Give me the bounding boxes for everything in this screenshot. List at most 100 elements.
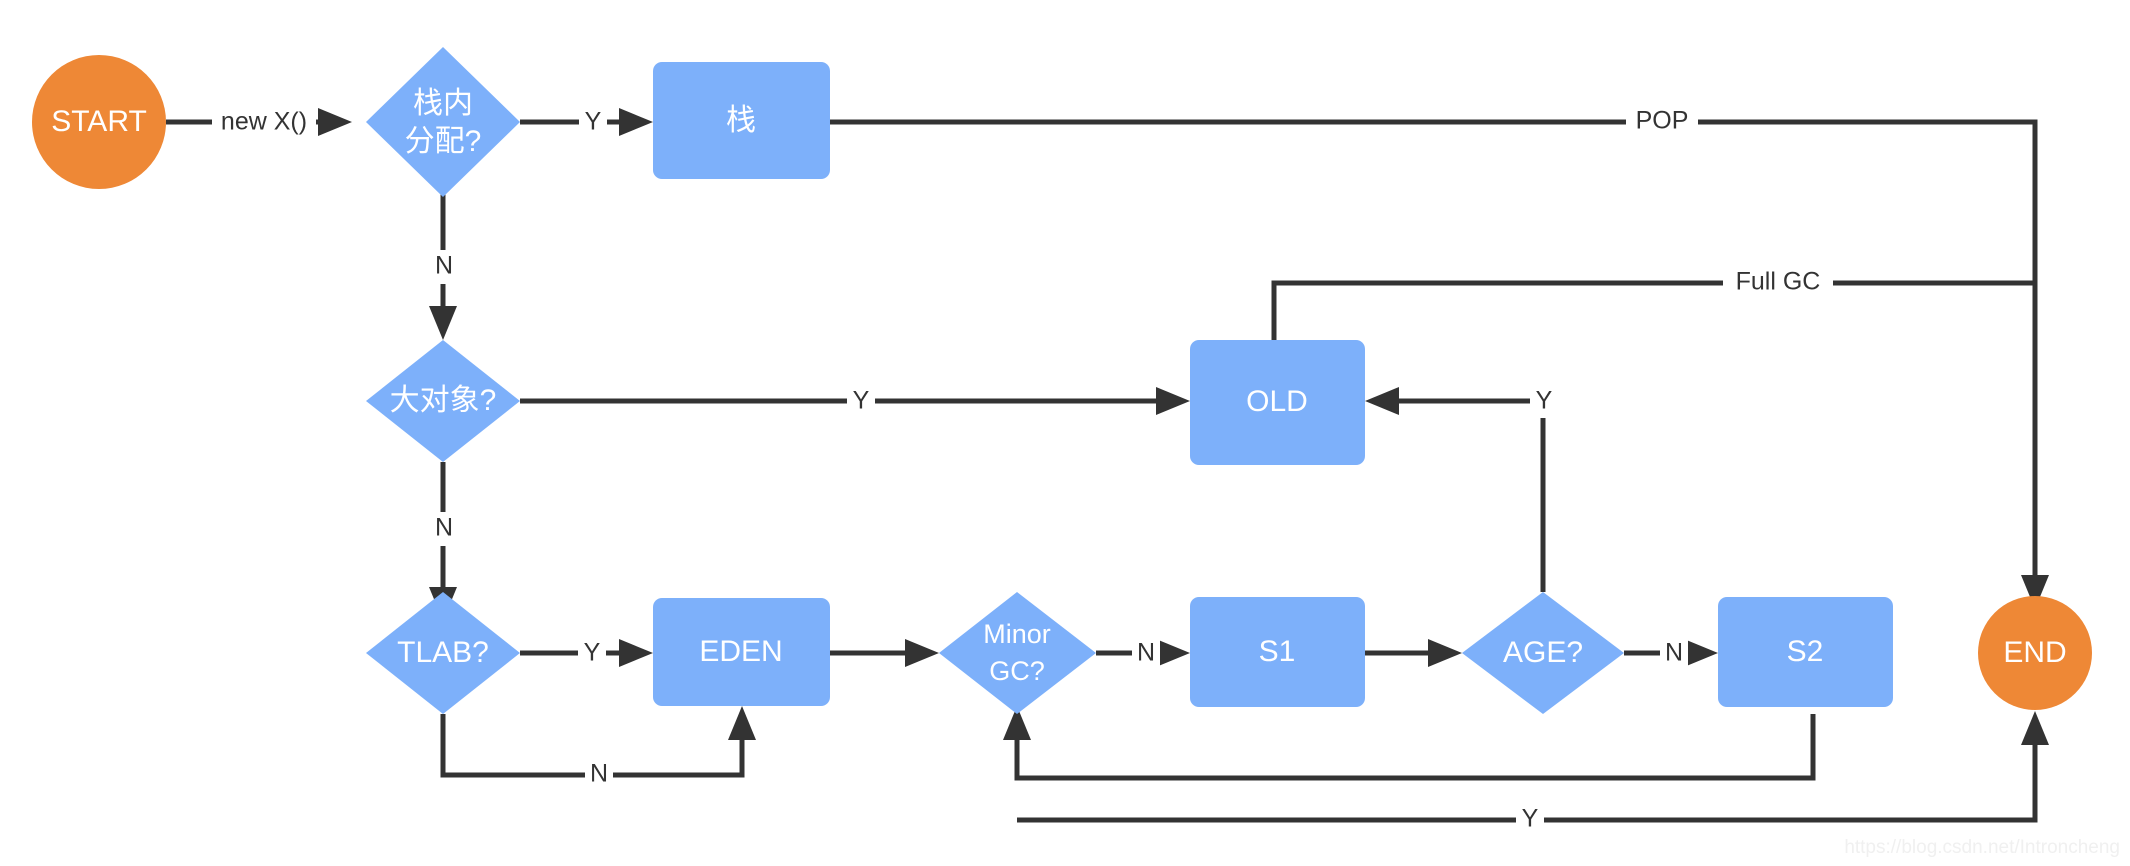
arrowhead-tlab-yes [619,639,653,667]
edge-label-age-no: N [1660,637,1688,670]
arrowhead-eden-to-minor-gc [905,639,939,667]
start-label: START [51,105,147,138]
s2-rect [1718,597,1893,707]
edge-label-big-object-yes: Y [847,385,875,418]
minor-gc-no-label: N [1137,639,1155,667]
edge-label-pop: POP [1626,105,1698,139]
stack-alloc-diamond [366,47,520,197]
node-s1[interactable]: S1 [1190,597,1365,707]
end-ellipse [1978,596,2092,710]
age-yes-label: Y [1536,387,1553,415]
new-x-label: new X() [221,108,307,136]
tlab-yes-bg [578,637,606,670]
arrowhead-tlab-no [728,706,756,740]
nodes-layer: START 栈内 分配? 栈 大对象? OLD [32,47,2092,714]
big-object-diamond [366,340,520,462]
node-stack-alloc-decision[interactable]: 栈内 分配? [366,47,520,197]
edge-stack-pop-to-end [830,119,2038,575]
edge-label-bottom-yes: Y [1516,803,1544,837]
stack-alloc-no-bg [430,250,458,284]
tlab-no-label: N [590,760,608,788]
s2-label: S2 [1787,635,1824,668]
old-label: OLD [1246,385,1308,418]
end-label: END [2003,636,2066,669]
node-age-decision[interactable]: AGE? [1462,592,1624,714]
age-no-bg [1660,637,1688,670]
arrowhead-stack-alloc-yes [619,108,653,136]
node-big-object-decision[interactable]: 大对象? [366,340,520,462]
big-object-no-bg [430,512,458,546]
arrowhead-big-object-yes [1156,387,1190,415]
node-minor-gc-decision[interactable]: Minor GC? [939,592,1096,714]
tlab-no-bg [585,758,613,792]
bottom-yes-bg [1516,803,1544,837]
node-s2[interactable]: S2 [1718,597,1893,707]
node-stack[interactable]: 栈 [653,62,830,179]
arrowhead-minor-gc-no [1156,639,1190,667]
age-diamond [1462,592,1624,714]
eden-rect [653,598,830,706]
edge-label-stack-alloc-no: N [430,250,458,284]
edge-label-tlab-yes: Y [578,637,606,670]
arrowhead-pop-to-end [2021,575,2049,609]
edge-label-full-gc: Full GC [1723,266,1833,300]
full-gc-label-bg [1723,266,1833,300]
big-object-label: 大对象? [390,384,497,417]
edge-label-tlab-no: N [585,758,613,792]
node-tlab-decision[interactable]: TLAB? [366,592,520,714]
old-rect [1190,340,1365,465]
pop-label: POP [1636,107,1689,135]
stack-rect [653,62,830,179]
arrowhead-age-no [1684,639,1718,667]
edge-bottom-yes-to-end [1017,745,2038,823]
edge-label-age-yes: Y [1530,385,1558,418]
minor-gc-label-line1: Minor [983,619,1051,649]
age-yes-bg [1530,385,1558,418]
edge-age-yes-to-old [1399,398,1546,592]
tlab-diamond [366,592,520,714]
age-label: AGE? [1503,636,1583,669]
new-x-label-bg [212,106,316,139]
edge-s2-back-to-minor-gc [1014,714,1816,781]
eden-label: EDEN [699,635,782,668]
big-object-yes-label: Y [853,387,870,415]
watermark-text: https://blog.csdn.net/Introncheng [1844,837,2120,858]
arrowhead-s1-to-age [1428,639,1462,667]
minor-gc-no-bg [1132,637,1160,670]
edge-old-full-gc [1271,280,2035,340]
tlab-yes-label: Y [584,639,601,667]
big-object-no-label: N [435,514,453,542]
arrowhead-age-yes-to-old [1365,387,1399,415]
tlab-label: TLAB? [397,636,489,669]
arrowhead-start-to-stack-alloc [318,108,352,136]
arrowhead-s2-back-to-minor-gc [1003,706,1031,740]
stack-alloc-label-line1: 栈内 [413,87,473,120]
node-start[interactable]: START [32,55,166,189]
arrowhead-stack-alloc-no [429,306,457,340]
edge-label-big-object-no: N [430,512,458,546]
edge-labels-layer: new X() Y N POP Y N [212,105,1833,837]
node-end[interactable]: END [1978,596,2092,710]
stack-alloc-label-line2: 分配? [405,125,482,158]
edge-label-new-x: new X() [212,106,316,139]
stack-alloc-yes-bg [579,106,607,139]
node-eden[interactable]: EDEN [653,598,830,706]
stack-alloc-yes-label: Y [585,108,602,136]
age-no-label: N [1665,639,1683,667]
big-object-yes-bg [847,385,875,418]
arrowhead-bottom-yes-to-end [2021,711,2049,745]
minor-gc-label-line2: GC? [989,656,1045,686]
full-gc-label: Full GC [1736,268,1821,296]
s1-rect [1190,597,1365,707]
start-ellipse [32,55,166,189]
stack-label: 栈 [726,104,756,137]
node-old[interactable]: OLD [1190,340,1365,465]
stack-alloc-no-label: N [435,252,453,280]
edge-label-minor-gc-no: N [1132,637,1160,670]
edges-layer [166,108,2049,823]
minor-gc-diamond [939,592,1096,714]
bottom-yes-label: Y [1522,805,1539,833]
pop-label-bg [1626,105,1698,139]
